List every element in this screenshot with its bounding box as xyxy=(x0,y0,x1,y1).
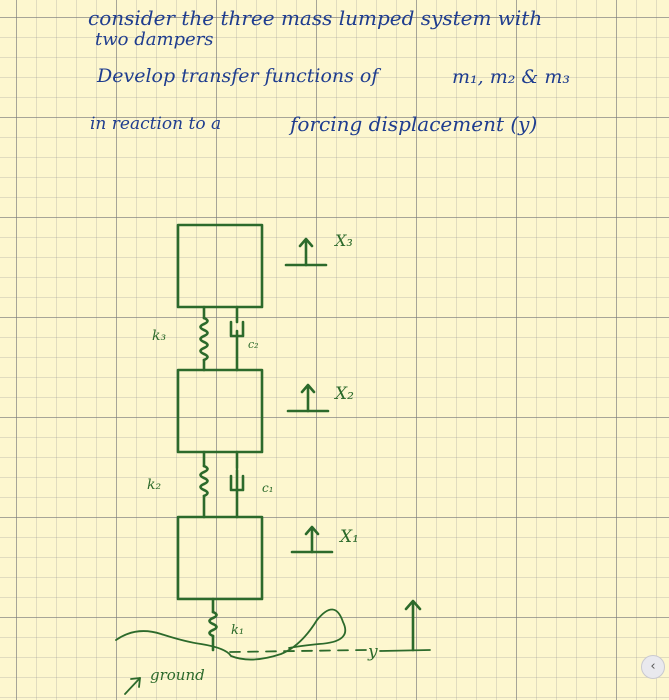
y-reference-line xyxy=(379,649,431,652)
label-c2: c₂ xyxy=(248,338,259,351)
ground-pointer-arrow xyxy=(124,677,141,695)
arrow-x1 xyxy=(290,525,334,554)
label-k3: k₃ xyxy=(152,328,167,344)
label-k2: k₂ xyxy=(147,477,162,493)
label-x1: X₁ xyxy=(340,527,359,547)
note-line-4-forcing: forcing displacement (y) xyxy=(290,112,538,136)
label-x2: X₂ xyxy=(335,384,354,404)
label-y: y xyxy=(368,642,378,662)
label-ground: ground xyxy=(150,666,205,684)
note-line-3-masses: m₁, m₂ & m₃ xyxy=(452,66,570,88)
note-line-3: Develop transfer functions of xyxy=(97,65,379,87)
arrow-x2 xyxy=(286,383,330,413)
next-page-button[interactable]: ‹ xyxy=(641,655,665,679)
mass-2-box xyxy=(176,368,264,454)
damper-c2 xyxy=(229,305,245,372)
label-x3: X₃ xyxy=(335,231,353,250)
label-c1: c₁ xyxy=(262,481,274,495)
spring-k1 xyxy=(208,597,218,652)
mass-1-box xyxy=(176,515,264,601)
note-line-4: in reaction to a xyxy=(90,114,222,134)
note-line-1: consider the three mass lumped system wi… xyxy=(88,6,543,30)
ground-wave xyxy=(115,608,347,661)
damper-c1 xyxy=(229,450,245,519)
arrow-y xyxy=(404,599,422,652)
label-k1: k₁ xyxy=(231,623,245,638)
mass-3-box xyxy=(176,223,264,309)
spring-k2 xyxy=(199,450,209,519)
note-line-2: two dampers xyxy=(95,29,214,50)
arrow-x3 xyxy=(284,237,328,267)
ground-dashed-line xyxy=(229,649,367,653)
spring-k3 xyxy=(199,305,209,372)
